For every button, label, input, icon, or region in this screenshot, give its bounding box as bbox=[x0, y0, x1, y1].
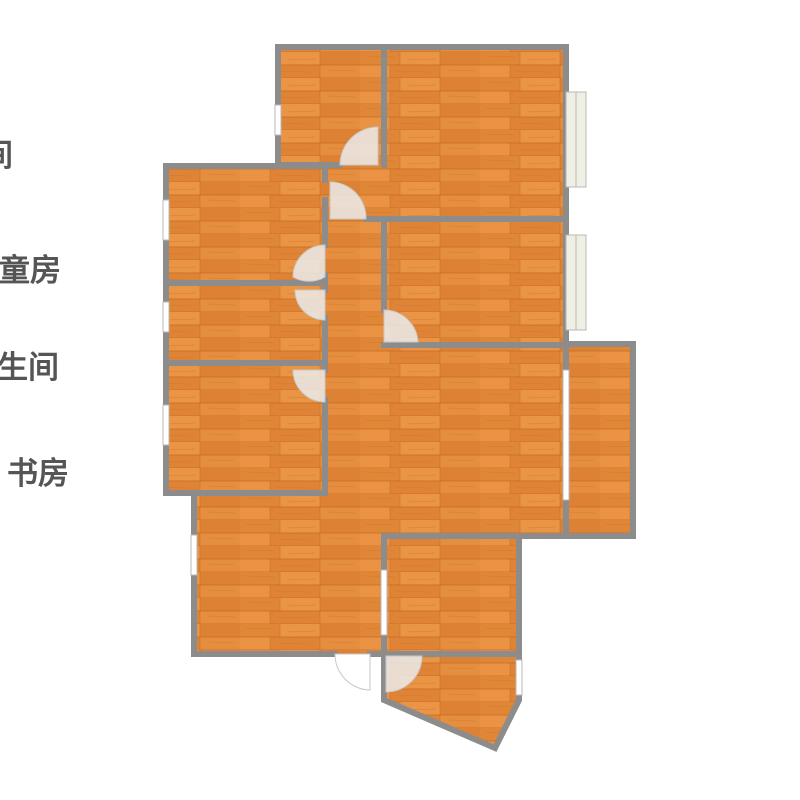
window-bottom-left bbox=[190, 534, 198, 576]
windows bbox=[162, 91, 587, 696]
window-left-3 bbox=[162, 404, 170, 446]
door-swing-3 bbox=[292, 244, 326, 282]
room-balcony-right bbox=[566, 344, 633, 536]
room-label-bathroom: 卫生间 bbox=[0, 350, 59, 386]
door-swing-5 bbox=[292, 369, 326, 403]
window-bottom-right bbox=[515, 659, 523, 696]
window-bottom-middle bbox=[380, 569, 388, 636]
room-bottom-trapezoid bbox=[384, 654, 519, 748]
door-swing-1 bbox=[339, 126, 379, 166]
room-corridor bbox=[325, 219, 385, 347]
window-top-left bbox=[274, 104, 282, 136]
door-swing-2 bbox=[329, 181, 367, 220]
window-left-1 bbox=[162, 199, 170, 241]
floor-areas bbox=[166, 47, 633, 748]
room-label-partial: 间 bbox=[0, 141, 13, 172]
door-swing-8 bbox=[385, 655, 423, 693]
room-top-right bbox=[384, 47, 566, 219]
window-left-2 bbox=[162, 301, 170, 333]
window-right-balcony bbox=[562, 369, 570, 501]
room-label-children-room: 儿童房 bbox=[0, 253, 61, 289]
room-middle-right bbox=[384, 219, 566, 345]
door-swing-7 bbox=[334, 653, 371, 691]
room-bottom-middle bbox=[384, 538, 519, 654]
room-bottom-left-upper bbox=[325, 493, 385, 538]
door-swing-6 bbox=[383, 309, 419, 343]
room-label-study: 书房 bbox=[7, 456, 69, 492]
doors bbox=[292, 126, 423, 693]
door-swing-4 bbox=[294, 289, 326, 321]
